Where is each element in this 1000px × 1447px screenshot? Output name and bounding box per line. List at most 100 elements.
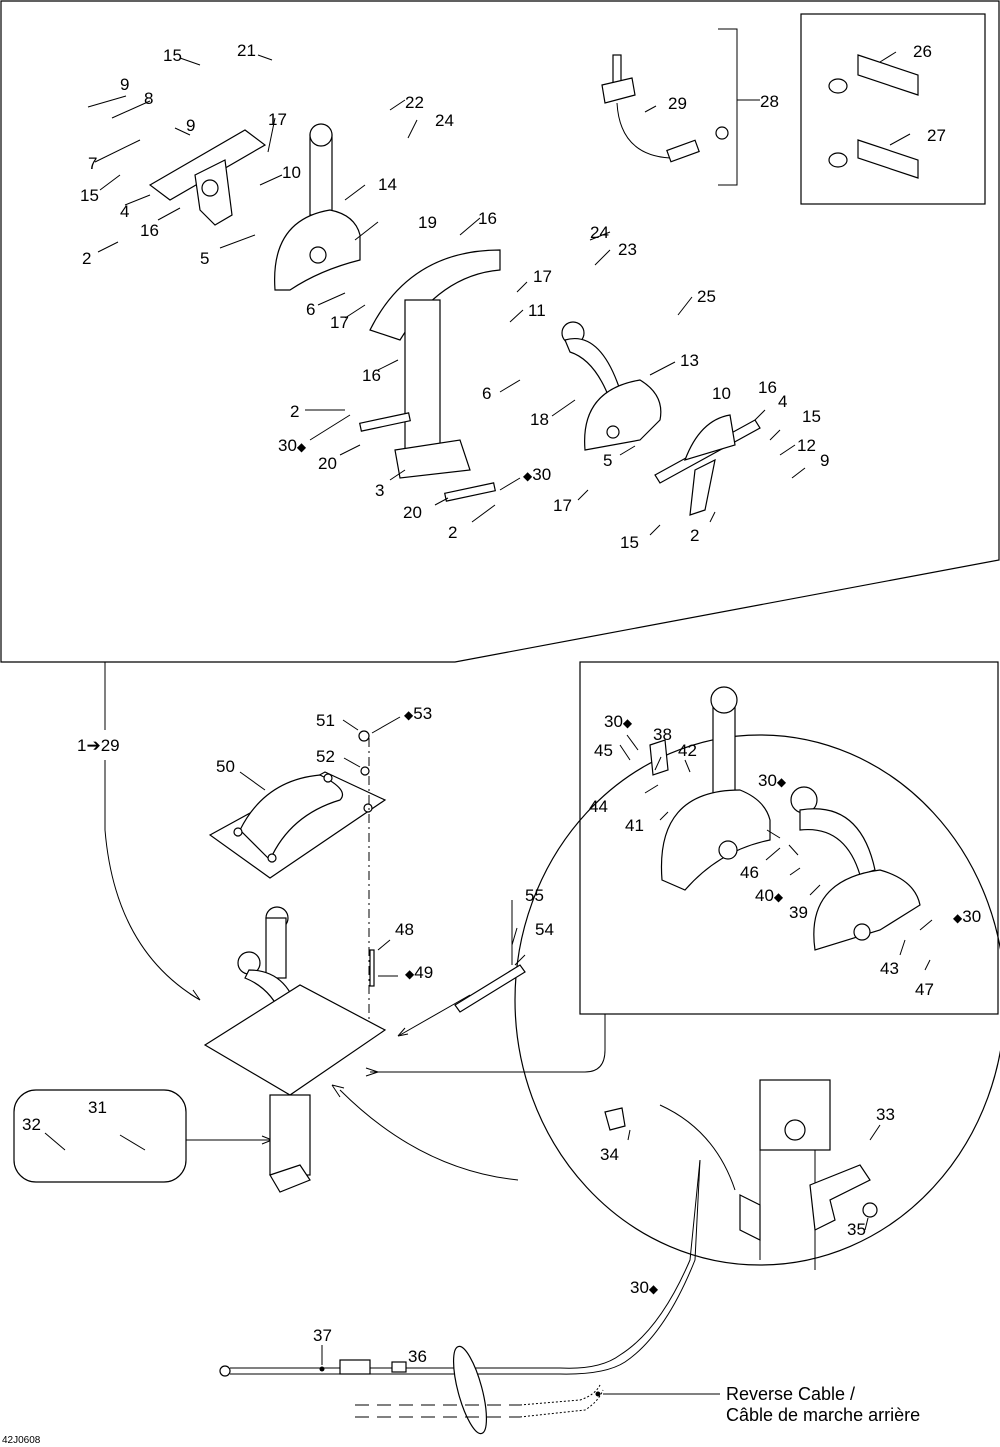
inset-box-cable-bracket <box>13 1089 187 1183</box>
inset-box-lever-detail <box>579 661 999 1015</box>
drop-icon: ◆ <box>404 708 414 722</box>
caption-line-1: Reverse Cable / <box>726 1384 855 1404</box>
callout-50: 50 <box>216 757 235 776</box>
callout-35: 35 <box>847 1220 866 1239</box>
part-reverse-cable <box>219 1159 701 1435</box>
diagram-code: 42J0608 <box>2 1435 41 1446</box>
drop-icon: ◆ <box>297 440 307 454</box>
callout-30: 30◆ <box>604 712 633 731</box>
callout-20: 20 <box>403 503 422 522</box>
callout-9: 9 <box>820 451 829 470</box>
callout-4: 4 <box>778 392 787 411</box>
callout-14: 14 <box>378 175 397 194</box>
inset-box-buttons <box>800 13 986 205</box>
drop-icon: ◆ <box>523 469 533 483</box>
drop-icon: ◆ <box>774 890 784 904</box>
part-sensor-28 <box>601 54 729 163</box>
callout-9: 9 <box>120 75 129 94</box>
callout-24: 24 <box>590 223 609 242</box>
bracket-28 <box>718 28 756 186</box>
callout-53: ◆53 <box>404 704 432 723</box>
drop-icon: ◆ <box>649 1282 659 1296</box>
callout-30: 30◆ <box>630 1278 659 1297</box>
callout-52: 52 <box>316 747 335 766</box>
drop-icon: ◆ <box>623 716 633 730</box>
callout-44: 44 <box>589 797 608 816</box>
callout-18: 18 <box>530 410 549 429</box>
callout-29: 29 <box>668 94 687 113</box>
callout-28: 28 <box>760 92 779 111</box>
callout-labels: 9 8 7 15 9 15 4 16 2 5 21 17 10 22 24 14… <box>22 41 981 1366</box>
callout-20: 20 <box>318 454 337 473</box>
part-buttons-26-27 <box>828 54 919 179</box>
callout-16: 16 <box>140 221 159 240</box>
callout-11: 11 <box>528 301 546 320</box>
drop-icon: ◆ <box>777 775 787 789</box>
callout-17: 17 <box>330 313 349 332</box>
callout-21: 21 <box>237 41 256 60</box>
callout-46: 46 <box>740 863 759 882</box>
callout-3: 3 <box>375 481 384 500</box>
callout-39: 39 <box>789 903 808 922</box>
callout-30: ◆30 <box>523 465 551 484</box>
callout-36: 36 <box>408 1347 427 1366</box>
callout-12: 12 <box>797 436 816 455</box>
callout-22: 22 <box>405 93 424 112</box>
detail-ellipse <box>514 734 1000 1266</box>
callout-43: 43 <box>880 959 899 978</box>
callout-17: 17 <box>553 496 572 515</box>
part-screw-48 <box>369 949 375 987</box>
callout-45: 45 <box>594 741 613 760</box>
callout-23: 23 <box>618 240 637 259</box>
callout-15: 15 <box>802 407 821 426</box>
callout-16: 16 <box>758 378 777 397</box>
callout-25: 25 <box>697 287 716 306</box>
callout-38: 38 <box>653 725 672 744</box>
part-lever-14 <box>274 123 361 291</box>
callout-27: 27 <box>927 126 946 145</box>
callout-49: ◆49 <box>405 963 433 982</box>
part-cover-50 <box>208 771 387 879</box>
callout-6: 6 <box>306 300 315 319</box>
callout-16: 16 <box>362 366 381 385</box>
callout-41: 41 <box>625 816 644 835</box>
callout-17: 17 <box>268 110 287 129</box>
callout-2: 2 <box>82 249 91 268</box>
part-bracket-right <box>654 414 761 516</box>
callout-7: 7 <box>88 154 97 173</box>
part-screw-51 <box>358 730 370 742</box>
part-washer-52 <box>360 766 370 776</box>
callout-26: 26 <box>913 42 932 61</box>
callout-10: 10 <box>282 163 301 182</box>
callout-9: 9 <box>186 116 195 135</box>
callout-30: ◆30 <box>953 907 981 926</box>
callout-30: 30◆ <box>758 771 787 790</box>
callout-13: 13 <box>680 351 699 370</box>
callout-32: 32 <box>22 1115 41 1134</box>
callout-30: 30◆ <box>278 436 307 455</box>
part-lever-13 <box>561 321 662 451</box>
callout-47: 47 <box>915 980 934 999</box>
part-column-3 <box>359 249 501 502</box>
callout-8: 8 <box>144 89 153 108</box>
callout-24: 24 <box>435 111 454 130</box>
range-reference: 1➔29 <box>77 736 120 755</box>
callout-31: 31 <box>88 1098 107 1117</box>
upper-assembly-frame <box>0 0 1000 663</box>
callout-4: 4 <box>120 202 129 221</box>
part-housing-left <box>148 129 267 226</box>
callout-40: 40◆ <box>755 886 784 905</box>
callout-48: 48 <box>395 920 414 939</box>
drop-icon: ◆ <box>405 967 415 981</box>
part-main-control-assembly <box>203 906 387 1193</box>
callout-15: 15 <box>80 186 99 205</box>
callout-51: 51 <box>316 711 335 730</box>
callout-2: 2 <box>690 526 699 545</box>
callout-5: 5 <box>603 451 612 470</box>
callout-34: 34 <box>600 1145 619 1164</box>
callout-6: 6 <box>482 384 491 403</box>
callout-10: 10 <box>712 384 731 403</box>
drop-icon: ◆ <box>953 911 963 925</box>
callout-17: 17 <box>533 267 552 286</box>
